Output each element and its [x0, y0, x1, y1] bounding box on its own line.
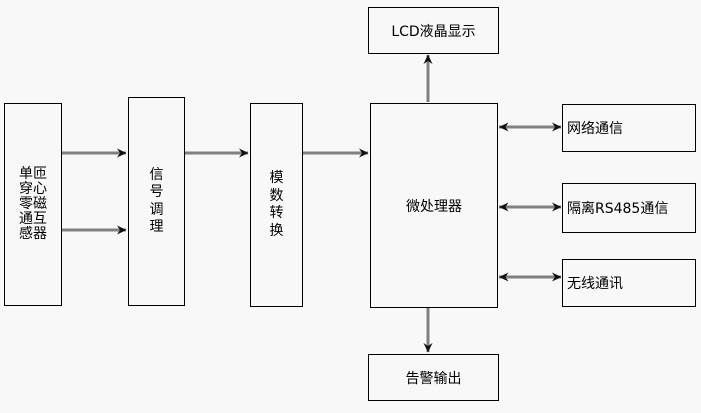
block-sensor[interactable]: 单匝 穿心 零磁 通互 感器 [4, 103, 62, 306]
sensor-label-row-5: 感器 [19, 226, 47, 243]
block-network-comm[interactable]: 网络通信 [562, 104, 696, 152]
block-alarm-output[interactable]: 告警输出 [368, 354, 499, 401]
network-comm-label: 网络通信 [567, 121, 623, 137]
ad-conversion-char-2: 数 [269, 187, 284, 204]
sensor-label-row-3: 零磁 [19, 195, 47, 212]
signal-conditioning-label: 信 号 调 理 [150, 167, 164, 237]
block-wireless-comm[interactable]: 无线通讯 [562, 259, 696, 307]
sensor-label-row-4: 通互 [19, 211, 47, 228]
wireless-comm-label: 无线通讯 [567, 276, 623, 292]
ad-conversion-char-4: 换 [269, 222, 284, 239]
ad-conversion-char-3: 转 [269, 205, 284, 221]
rs485-comm-label: 隔离RS485通信 [567, 201, 669, 217]
sensor-label-stack: 单匝 穿心 零磁 通互 感器 [19, 165, 47, 243]
signal-conditioning-char-4: 理 [149, 219, 164, 235]
signal-conditioning-char-2: 号 [149, 184, 164, 200]
ad-conversion-label: 模 数 转 换 [270, 170, 284, 240]
block-microprocessor[interactable]: 微处理器 [370, 103, 498, 308]
alarm-output-label: 告警输出 [405, 370, 462, 387]
block-rs485-comm[interactable]: 隔离RS485通信 [562, 183, 696, 233]
sensor-label-col-1: 单匝 穿心 零磁 通互 感器 [19, 165, 47, 243]
microprocessor-label: 微处理器 [406, 198, 462, 215]
sensor-label-row-2: 穿心 [19, 180, 47, 197]
signal-conditioning-char-3: 调 [149, 201, 164, 218]
ad-conversion-char-1: 模 [269, 170, 284, 186]
sensor-label-row-1: 单匝 [19, 165, 47, 182]
block-signal-conditioning[interactable]: 信 号 调 理 [128, 97, 185, 306]
block-lcd-display[interactable]: LCD液晶显示 [368, 7, 499, 54]
lcd-display-label: LCD液晶显示 [391, 23, 476, 40]
signal-conditioning-char-1: 信 [149, 166, 164, 183]
block-ad-conversion[interactable]: 模 数 转 换 [250, 103, 303, 307]
